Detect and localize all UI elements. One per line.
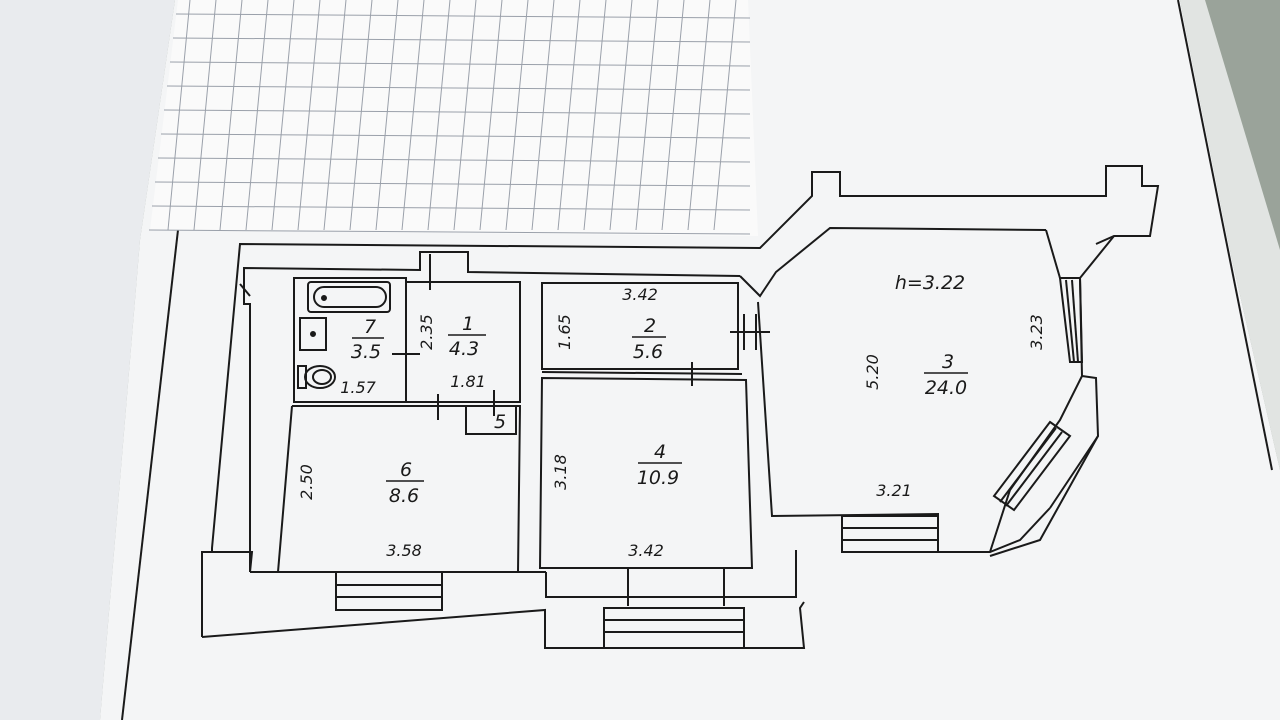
room-labels: 7 3.5 1 4.3 2 5.6 3 24.0 4 10.9 5 6 <box>351 272 968 507</box>
room-3-label: 3 24.0 <box>924 351 968 399</box>
room-6-label: 6 8.6 <box>386 459 424 507</box>
room-7-number: 7 <box>364 316 376 338</box>
grid-line <box>297 0 321 231</box>
window-room-4 <box>603 568 745 649</box>
window-room-6 <box>335 571 443 611</box>
windows <box>335 277 1084 649</box>
room-2-area: 5.6 <box>633 341 663 363</box>
room-2-walls <box>541 282 739 370</box>
grid-line <box>375 0 399 231</box>
sink-icon <box>299 317 327 351</box>
grid-line <box>427 0 451 231</box>
grid-line <box>479 0 503 231</box>
dim-room1-height: 2.35 <box>417 314 436 350</box>
toilet-icon <box>297 365 336 389</box>
grid-line <box>323 0 347 231</box>
room-3-area: 24.0 <box>925 377 967 399</box>
room-7-area: 3.5 <box>351 341 381 363</box>
fixtures <box>297 281 391 389</box>
dim-room6-width: 3.58 <box>386 541 422 560</box>
room-6-number: 6 <box>400 459 412 481</box>
room-4-number: 4 <box>654 441 666 463</box>
window-room-3-right <box>1058 277 1084 363</box>
room-1-walls <box>405 281 521 403</box>
door-marks <box>239 254 770 420</box>
grid-line <box>609 0 633 231</box>
paper-edge-shadow <box>1180 0 1280 470</box>
room-2-number: 2 <box>644 315 656 337</box>
room-7-label: 7 3.5 <box>351 316 384 363</box>
dim-room2-width: 3.42 <box>622 285 658 304</box>
grid-line <box>169 61 751 67</box>
outer-wall-inner-bottom-b <box>545 550 797 598</box>
grid-line <box>557 0 581 231</box>
grid-line <box>163 109 751 115</box>
grid-line <box>661 0 685 231</box>
ceiling-height-note: h=3.22 <box>895 272 965 294</box>
dim-room4-height: 3.18 <box>551 454 570 490</box>
room-3-number: 3 <box>942 351 954 373</box>
grid-line <box>687 0 711 231</box>
grid-paper <box>148 0 758 236</box>
wall-joint-right <box>1079 235 1115 279</box>
grid-line <box>154 181 751 187</box>
dim-room1-width: 1.81 <box>450 372 486 391</box>
grid-line <box>531 0 555 231</box>
grid-line <box>157 157 751 163</box>
room-4-area: 10.9 <box>637 467 679 489</box>
room-4-walls <box>538 376 754 569</box>
outer-wall-outer <box>201 165 1160 637</box>
room-1-label: 1 4.3 <box>448 313 486 360</box>
grid-line <box>151 205 751 211</box>
grid-line <box>160 133 751 139</box>
window-room-3-bottom <box>841 515 939 553</box>
grid-line <box>583 0 607 231</box>
room-6-walls <box>277 405 522 573</box>
room-5-number: 5 <box>494 411 506 433</box>
grid-line <box>166 85 751 91</box>
outer-wall-inner-top <box>243 251 741 572</box>
room-4-label: 4 10.9 <box>637 441 682 489</box>
grid-line <box>453 0 477 231</box>
grid-line <box>505 0 529 231</box>
window-room-3-diagonal <box>992 420 1072 512</box>
room-2-label: 2 5.6 <box>632 315 666 363</box>
corridor-line <box>541 371 743 375</box>
outer-bay-line <box>989 435 1099 557</box>
room-6-area: 8.6 <box>389 485 419 507</box>
paper-left-page <box>0 0 175 720</box>
dim-room2-height: 1.65 <box>555 314 574 350</box>
grid-line <box>349 0 373 231</box>
room-1-number: 1 <box>462 313 474 335</box>
dim-room6-height: 2.50 <box>297 464 316 500</box>
frame-line-right <box>1177 0 1273 471</box>
bathtub-icon <box>307 281 391 313</box>
frame-line-left <box>121 229 179 720</box>
grid-line <box>172 37 751 43</box>
interior-walls <box>277 277 754 573</box>
dim-room3-bay: 3.23 <box>1027 314 1046 350</box>
grid-line <box>635 0 659 231</box>
dimension-labels: 2.35 1.81 1.57 3.42 1.65 3.18 3.42 2.50 … <box>297 285 1046 560</box>
dim-room3-height: 5.20 <box>863 354 882 390</box>
grid-line <box>175 13 751 19</box>
dim-room7-width: 1.57 <box>340 378 376 397</box>
bay-wall-top <box>739 226 1047 298</box>
grid-line <box>713 0 737 231</box>
grid-line <box>148 229 751 235</box>
room-5-label: 5 <box>494 411 506 433</box>
room-5-walls <box>465 405 517 435</box>
dim-room3-width: 3.21 <box>876 481 912 500</box>
room-1-area: 4.3 <box>449 338 479 360</box>
grid-line <box>401 0 425 231</box>
dim-room4-width: 3.42 <box>628 541 664 560</box>
